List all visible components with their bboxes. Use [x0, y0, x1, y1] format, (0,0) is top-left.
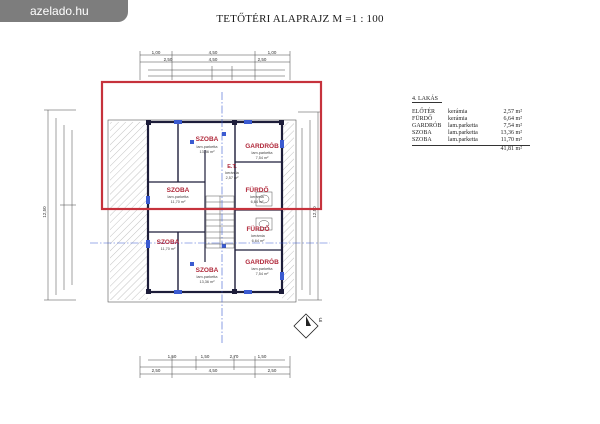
watermark-text: azelado.hu: [30, 4, 89, 18]
room-name: GARDRÓB: [245, 141, 279, 150]
legend-floor: kerámia: [448, 116, 468, 122]
top-dimension-chains: [139, 51, 291, 80]
axis-lines: [90, 92, 330, 344]
area-legend: 4. LAKÁS ELŐTÉR kerámia 2,57 m² FÜRDŐ kerám…: [412, 96, 530, 153]
room-name: FÜRDŐ: [245, 185, 268, 194]
dim-label: 4,50: [209, 368, 218, 373]
room-area: 7,54 m²: [256, 156, 270, 160]
side-dimension-labels: 12,50 12,50: [42, 206, 317, 218]
legend-row: ELŐTÉR kerámia 2,57 m²: [412, 109, 530, 116]
dim-label: 2,50: [258, 57, 267, 62]
compass-north-label: É: [319, 317, 323, 324]
dim-label: 1,50: [168, 354, 177, 359]
dim-label: 4,50: [209, 50, 218, 55]
dim-label: 2,50: [164, 57, 173, 62]
legend-area: 6,64 m²: [503, 116, 522, 122]
legend-rows: ELŐTÉR kerámia 2,57 m² FÜRDŐ kerámia 6,64 m²…: [412, 109, 530, 144]
room-area: 6,64 m²: [252, 239, 266, 243]
room-name: SZOBA: [196, 267, 219, 274]
room-floor: lam.parketta: [197, 275, 219, 279]
room-area: 6,64 m²: [251, 200, 265, 204]
top-dimension-labels: 1,00 4,50 1,00 2,50 4,50 2,50: [152, 50, 277, 62]
room-name: SZOBA: [157, 239, 180, 246]
room-area: 13,36 m²: [200, 280, 216, 284]
legend-heading: 4. LAKÁS: [412, 96, 443, 103]
legend-floor: lam.parketta: [448, 123, 478, 129]
dim-label: 1,50: [201, 354, 210, 359]
room-area: 2,57 m²: [226, 176, 240, 180]
room-floor: kerámia: [225, 171, 239, 175]
room-name: SZOBA: [167, 187, 190, 194]
room-name: GARDRÓB: [245, 257, 279, 266]
legend-total: 41,81 m²: [412, 145, 530, 153]
room-sub-labels: lam.parketta 13,36 m² lam.parketta 7,54 …: [161, 145, 274, 284]
dim-label: 1,00: [152, 50, 161, 55]
legend-room: SZOBA: [412, 137, 432, 143]
room-name: SZOBA: [196, 136, 219, 143]
room-name: E.T.: [227, 164, 237, 170]
legend-room: ELŐTÉR: [412, 109, 435, 115]
compass-icon: É: [293, 313, 323, 339]
roof-outline: [107, 119, 297, 303]
dim-label: 2,50: [268, 368, 277, 373]
staircase: [205, 195, 235, 249]
plan-title: TETŐTÉRI ALAPRAJZ M =1 : 100: [216, 13, 384, 25]
site-watermark: azelado.hu: [0, 0, 128, 22]
structure-markers: [146, 120, 284, 294]
legend-row: GARDRÓB lam.parketta 7,54 m²: [412, 123, 530, 130]
room-area: 11,70 m²: [171, 200, 186, 204]
legend-room: SZOBA: [412, 130, 432, 136]
legend-area: 2,57 m²: [503, 109, 522, 115]
room-floor: lam.parketta: [197, 145, 219, 149]
room-floor: lam.parketta: [252, 267, 274, 271]
legend-floor: lam.parketta: [448, 130, 478, 136]
bathroom-fixtures: [255, 191, 273, 231]
legend-row: SZOBA lam.parketta 13,36 m²: [412, 130, 530, 137]
room-name: FÜRDŐ: [246, 224, 269, 233]
dim-label: 1,50: [258, 354, 267, 359]
dim-label: 2,70: [230, 354, 239, 359]
bottom-dimension-labels: 1,50 1,50 2,70 1,50 2,50 4,50 2,50: [152, 354, 277, 373]
room-floor: lam.parketta: [168, 195, 190, 199]
legend-area: 13,36 m²: [500, 130, 522, 136]
dim-label: 1,00: [268, 50, 277, 55]
side-dimension-chains: [44, 109, 322, 301]
room-area: 11,70 m²: [161, 247, 176, 251]
room-floor: kerámia: [251, 234, 265, 238]
dim-label: 4,50: [209, 57, 218, 62]
building-walls: [146, 120, 284, 294]
legend-room: FÜRDŐ: [412, 116, 433, 122]
legend-room: GARDRÓB: [412, 123, 442, 129]
room-floor: lam.parketta: [252, 151, 274, 155]
dim-label: 12,50: [312, 206, 317, 218]
window-markers: [146, 120, 284, 294]
bottom-dimension-chains: [139, 356, 291, 378]
room-labels: SZOBA GARDRÓB E.T. FÜRDŐ SZOBA SZOBA FÜR…: [157, 136, 279, 274]
legend-floor: lam.parketta: [448, 137, 478, 143]
dim-label: 2,50: [152, 368, 161, 373]
room-floor: kerámia: [250, 195, 264, 199]
legend-area: 11,70 m²: [500, 137, 522, 143]
legend-row: FÜRDŐ kerámia 6,64 m²: [412, 116, 530, 123]
legend-area: 7,54 m²: [503, 123, 522, 129]
legend-floor: kerámia: [448, 109, 468, 115]
legend-row: SZOBA lam.parketta 11,70 m²: [412, 137, 530, 144]
highlight-frame: [100, 80, 323, 211]
dim-label: 12,50: [42, 206, 47, 218]
room-area: 7,54 m²: [256, 272, 270, 276]
room-area: 13,36 m²: [200, 150, 216, 154]
